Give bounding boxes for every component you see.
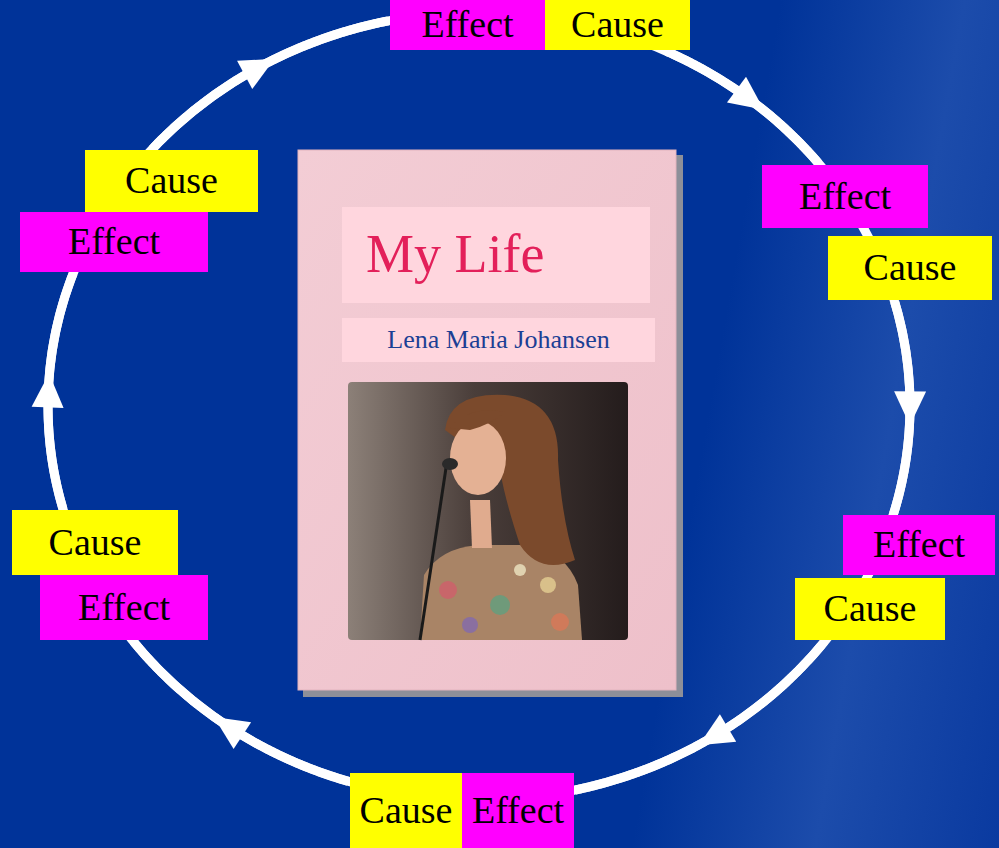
cause-box: Cause <box>350 773 462 848</box>
cycle-arrow <box>667 51 819 163</box>
arc-line <box>152 21 388 149</box>
cause-box: Cause <box>85 150 258 212</box>
cycle-arrow <box>134 642 348 782</box>
effect-box: Effect <box>762 165 928 228</box>
box-text: Effect <box>78 587 170 629</box>
box-text: Effect <box>472 790 564 832</box>
book-cover <box>298 150 683 697</box>
cause-box: Cause <box>828 236 992 300</box>
box-text: Cause <box>360 790 453 832</box>
box-text: Effect <box>873 524 965 566</box>
book-author: Lena Maria Johansen <box>342 318 655 362</box>
effect-box: Effect <box>462 773 574 848</box>
box-text: My Life <box>366 225 544 284</box>
effect-box: Effect <box>390 0 545 50</box>
cause-box: Cause <box>545 0 690 50</box>
box-text: Cause <box>864 247 957 289</box>
arrow-head <box>727 77 764 110</box>
arc-line <box>667 51 819 163</box>
arc-line <box>575 642 824 790</box>
arrow-head <box>214 717 251 749</box>
box-text: Cause <box>49 522 142 564</box>
cause-box: Cause <box>795 578 945 640</box>
arrow-head <box>237 59 275 89</box>
singer-figure <box>420 395 582 640</box>
arc-line <box>134 642 348 782</box>
box-text: Lena Maria Johansen <box>387 326 609 355</box>
cycle-arrow <box>32 273 73 508</box>
box-text: Effect <box>421 4 513 46</box>
effect-box: Effect <box>40 575 208 640</box>
effect-box: Effect <box>843 515 995 575</box>
cycle-ring <box>48 12 910 800</box>
box-text: Effect <box>799 176 891 218</box>
box-text: Cause <box>824 588 917 630</box>
box-text: Cause <box>571 4 664 46</box>
box-text: Effect <box>68 221 160 263</box>
arrow-head <box>699 714 736 745</box>
cover-photo <box>348 382 628 640</box>
arrow-head <box>32 373 64 408</box>
cycle-arrow <box>575 642 824 790</box>
effect-box: Effect <box>20 212 208 272</box>
cycle-arrow <box>152 21 388 149</box>
box-text: Cause <box>125 160 218 202</box>
cause-box: Cause <box>12 510 178 575</box>
arrow-head <box>894 391 926 425</box>
book-title: My Life <box>342 207 650 303</box>
cycle-arrow <box>894 302 927 514</box>
